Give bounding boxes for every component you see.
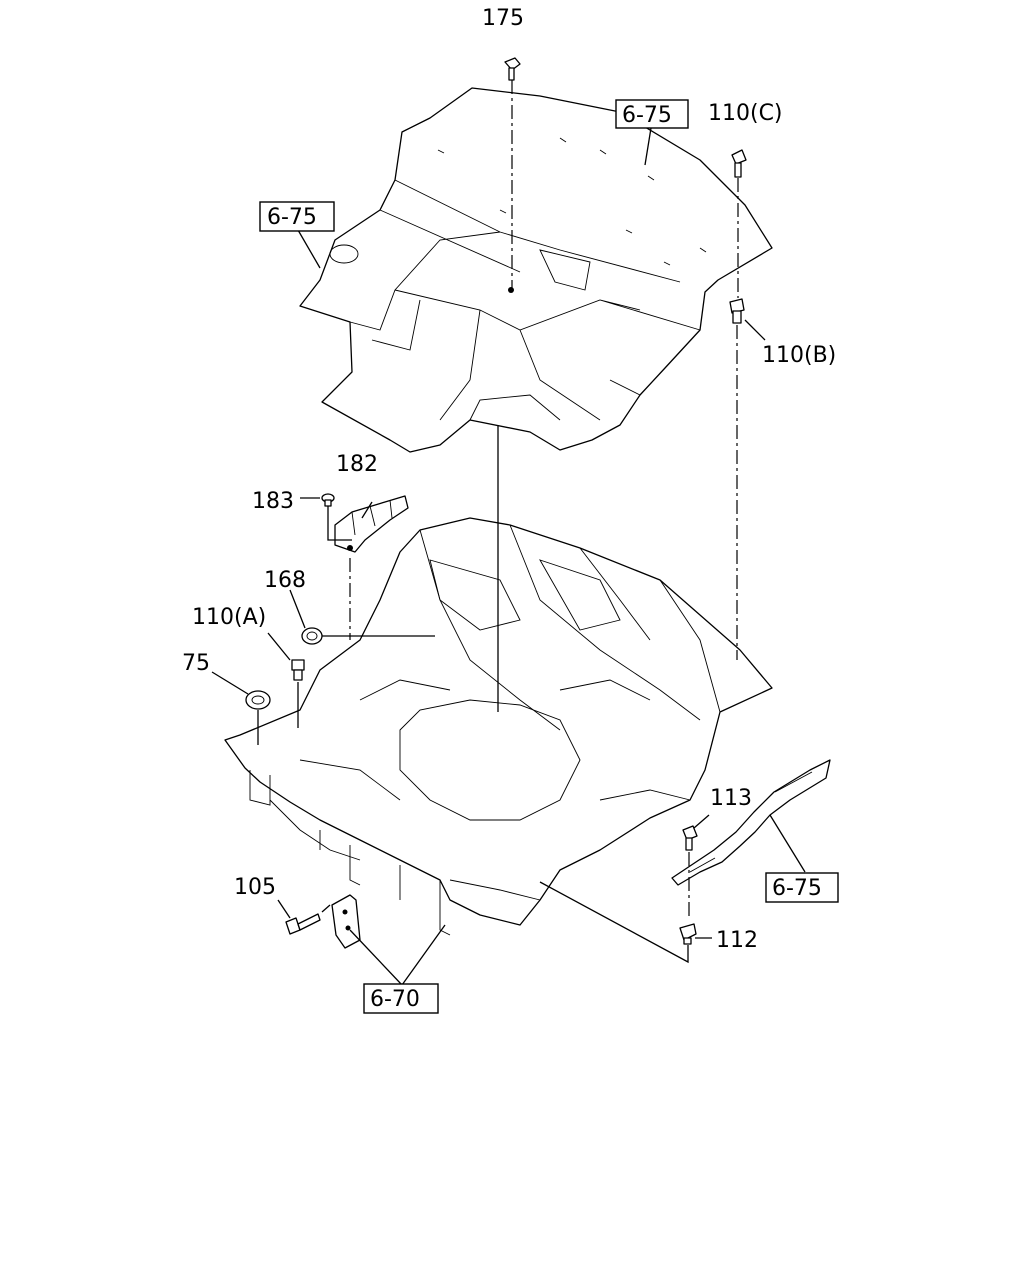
ref-label-top-right: 6-75 [622,103,672,128]
fastener-110a [291,659,305,681]
fastener-183 [321,493,335,507]
fastener-168 [301,627,323,645]
ref-label-top-left: 6-75 [267,205,317,230]
label-113: 113 [710,786,752,811]
ref-box-bottom[interactable]: 6-70 [363,983,439,1014]
bracket-182 [334,495,409,553]
label-182: 182 [336,452,378,477]
label-105: 105 [234,875,276,900]
label-110b: 110(B) [762,343,836,368]
fastener-113 [682,825,698,851]
step-plate [671,759,831,886]
ref-box-top-left[interactable]: 6-75 [259,201,335,232]
ref-box-step[interactable]: 6-75 [765,872,839,903]
ref-label-step: 6-75 [772,876,822,901]
fastener-175 [504,57,521,81]
fastener-105 [285,913,321,935]
ref-box-top-right[interactable]: 6-75 [615,99,689,129]
fastener-112 [679,923,697,945]
label-112: 112 [716,928,758,953]
ref-label-bottom: 6-70 [370,987,420,1012]
fastener-110b [729,298,745,324]
label-110c: 110(C) [708,101,783,126]
label-110a: 110(A) [192,605,266,630]
fastener-110c [731,149,747,178]
upper-floor-panel [299,87,773,453]
leader-lines [211,80,806,986]
label-183: 183 [252,489,294,514]
fastener-75 [245,690,271,710]
lower-floor-panel [224,517,773,936]
label-168: 168 [264,568,306,593]
label-75: 75 [182,651,210,676]
label-175: 175 [482,6,524,31]
bracket-6-70 [331,894,361,949]
